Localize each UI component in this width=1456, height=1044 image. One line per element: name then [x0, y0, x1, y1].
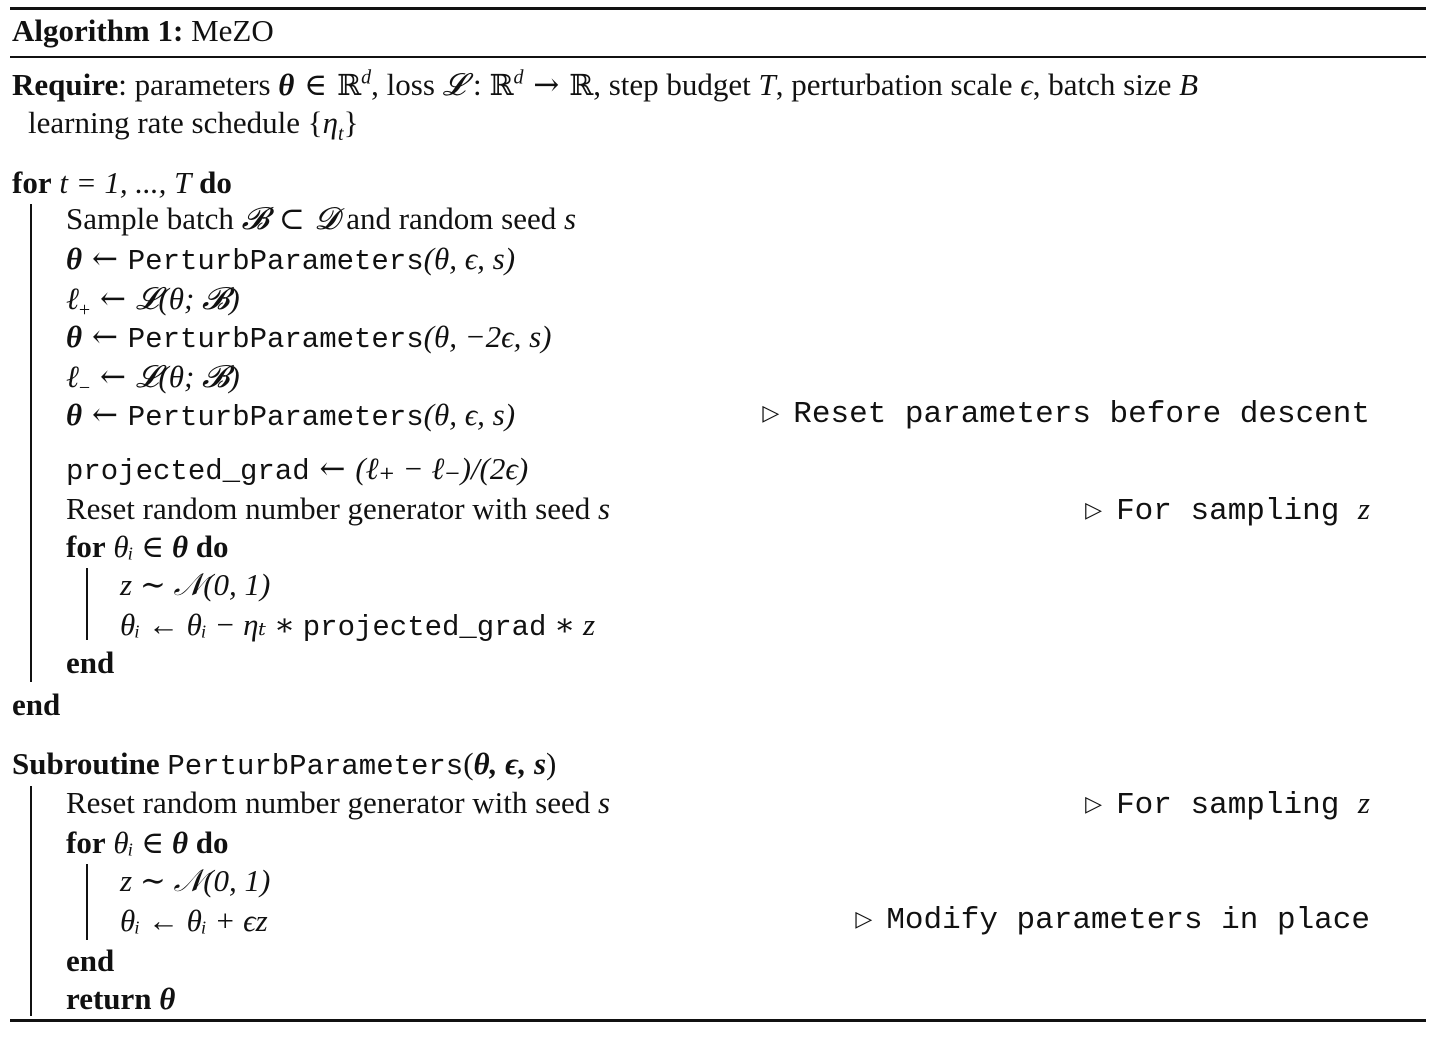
algorithm-name: MeZO — [191, 13, 274, 48]
comment-triangle-icon: ▷ — [762, 401, 780, 426]
return-line: return θ — [66, 981, 176, 1016]
sub-rng-comment: ▷For sampling z — [1085, 785, 1370, 823]
require-label: Require — [12, 67, 119, 102]
algorithm-label: Algorithm 1: — [12, 13, 184, 48]
perturb-line-3: θ ← PerturbParameters(θ, ϵ, s) — [66, 397, 516, 434]
sub-for-line: for θᵢ ∈ θ do — [66, 825, 229, 860]
comment-triangle-icon: ▷ — [855, 907, 873, 932]
z-sample-line: z ∼ 𝒩(0, 1) — [120, 567, 271, 602]
algorithm-title: Algorithm 1: MeZO — [12, 12, 274, 50]
sub-end-line: end — [66, 943, 115, 978]
inner-end-line: end — [66, 645, 115, 680]
header-rule — [10, 56, 1426, 58]
main-loop-bar — [30, 204, 32, 682]
loss-plus-line: ℓ+ ← 𝓛(θ; 𝓑) — [66, 281, 240, 322]
require-line: Require: parameters θ ∈ ℝd, loss 𝓛 : ℝd … — [12, 66, 1199, 103]
inner-for-line: for θᵢ ∈ θ do — [66, 529, 229, 564]
rng-comment: ▷For sampling z — [1085, 491, 1370, 529]
comment-triangle-icon: ▷ — [1085, 498, 1103, 523]
main-for-line: for t = 1, ..., T do — [12, 165, 232, 200]
bottom-rule — [10, 1019, 1426, 1022]
sub-rng-line: Reset random number generator with seed … — [66, 785, 611, 820]
sub-inner-bar — [86, 864, 88, 940]
sample-batch-line: Sample batch 𝓑 ⊂ 𝓓 and random seed s — [66, 201, 577, 237]
reset-comment: ▷Reset parameters before descent — [762, 397, 1370, 432]
top-rule — [10, 7, 1426, 10]
update-line: θᵢ ← θᵢ − ηₜ ∗ projected_grad ∗ z — [120, 607, 596, 644]
sub-update-line: θᵢ ← θᵢ + ϵz — [120, 903, 268, 938]
perturb-line-1: θ ← PerturbParameters(θ, ϵ, s) — [66, 241, 516, 278]
comment-triangle-icon: ▷ — [1085, 792, 1103, 817]
projected-grad-line: projected_grad ← (ℓ₊ − ℓ₋)/(2ϵ) — [66, 451, 529, 488]
loss-minus-line: ℓ− ← 𝓛(θ; 𝓑) — [66, 359, 240, 400]
require-line-2: learning rate schedule {ηt} — [28, 105, 359, 146]
modify-comment: ▷Modify parameters in place — [855, 903, 1370, 938]
subroutine-bar — [30, 786, 32, 1016]
rng-reset-line: Reset random number generator with seed … — [66, 491, 611, 526]
sub-z-sample-line: z ∼ 𝒩(0, 1) — [120, 863, 271, 898]
inner-loop-bar — [86, 568, 88, 640]
subroutine-header: Subroutine PerturbParameters(θ, ϵ, s) — [12, 746, 557, 783]
perturb-line-2: θ ← PerturbParameters(θ, −2ϵ, s) — [66, 319, 552, 356]
main-end-line: end — [12, 687, 61, 722]
